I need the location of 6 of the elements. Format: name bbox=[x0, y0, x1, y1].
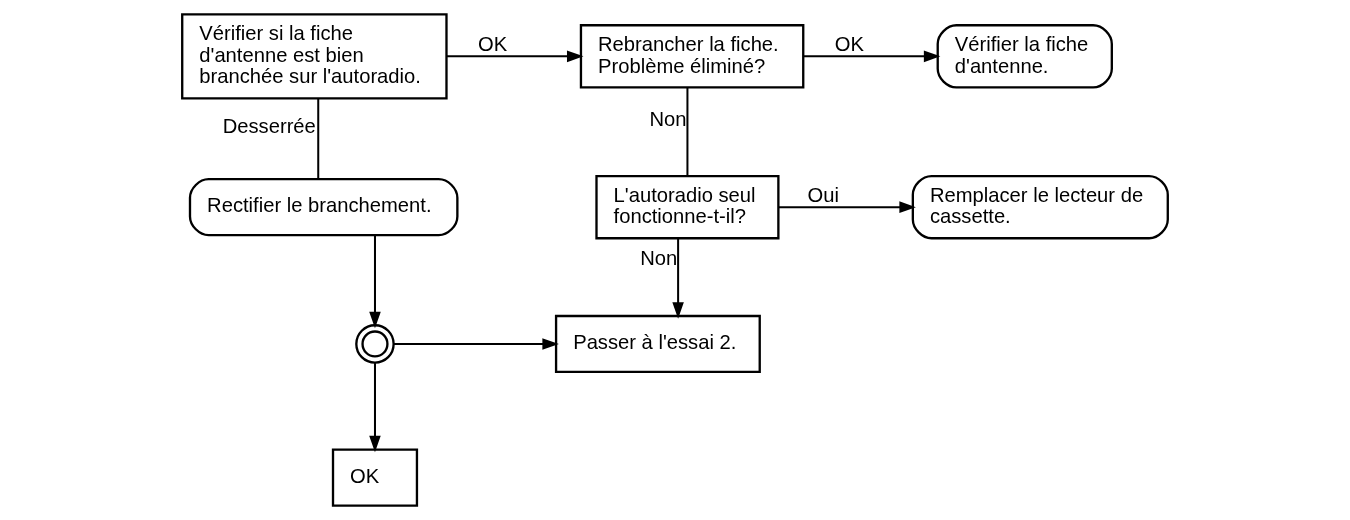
edge-label: OK bbox=[478, 32, 508, 55]
edge-label: Non bbox=[649, 108, 687, 131]
edge-label: Desserrée bbox=[222, 114, 316, 137]
edge-label: Non bbox=[640, 247, 678, 270]
edge-label: OK bbox=[834, 32, 864, 55]
edge-label: Oui bbox=[807, 183, 839, 206]
